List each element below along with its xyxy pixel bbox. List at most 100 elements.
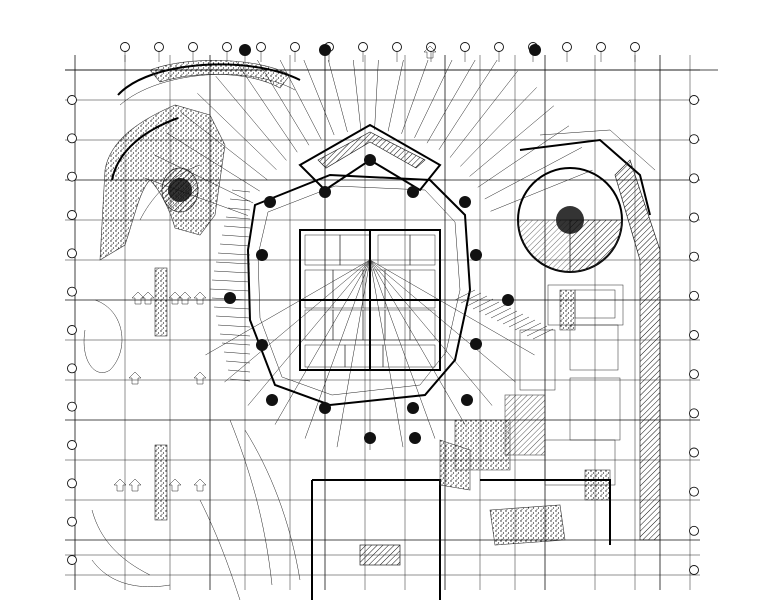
core-room [382, 344, 436, 368]
radial-line [303, 59, 335, 136]
axis-bubble-left [67, 171, 77, 182]
axis-bubble-right [689, 251, 699, 262]
stair-tread-right [502, 313, 524, 325]
direction-arrow [168, 478, 182, 492]
core-room [409, 309, 436, 341]
left-planter-walkway [83, 60, 301, 587]
stair-tread-right [484, 304, 506, 316]
stair-tread-left [219, 243, 251, 247]
direction-arrow [178, 291, 192, 305]
column [407, 402, 419, 414]
column [256, 339, 268, 351]
core-room [409, 234, 436, 266]
column [470, 249, 482, 261]
column [319, 186, 331, 198]
column [409, 432, 421, 444]
stair-tread-left [229, 198, 251, 202]
radial-line [449, 70, 518, 158]
stair-tread-left [223, 351, 251, 355]
axis-bubble-left [67, 555, 77, 565]
axis-bubble-top [290, 42, 300, 52]
axis-bubble-top [154, 42, 164, 52]
direction-arrow [113, 478, 127, 492]
axis-bubble-top [256, 42, 266, 52]
axis-bubble-top [596, 42, 606, 52]
axis-bubble-left [67, 440, 77, 450]
direction-arrow [128, 371, 142, 385]
axis-bubble-top [358, 42, 368, 52]
stair-tread-left [211, 279, 251, 283]
radial-line [205, 259, 371, 356]
axis-bubble-left [67, 95, 77, 105]
axis-bubble-top [562, 42, 572, 52]
entrance-stair-fans [209, 189, 554, 382]
right-circular-feature [517, 129, 661, 541]
radial-line [369, 259, 516, 383]
stair-tread-right [508, 316, 530, 328]
column [364, 154, 376, 166]
stair-tread-left [231, 189, 251, 193]
radial-line [438, 59, 498, 150]
core-rooms [299, 229, 441, 371]
stair-tread-left [229, 378, 251, 382]
central-tower [246, 123, 472, 407]
axis-bubble-left [67, 286, 77, 297]
axis-bubble-right [689, 447, 699, 458]
axis-bubble-right [689, 408, 699, 419]
column [364, 432, 376, 444]
stair-tread-right [466, 295, 488, 307]
radial-line [477, 125, 570, 188]
stair-tread-right [520, 322, 542, 334]
radial-line [353, 59, 362, 131]
stair-tread-left [209, 288, 251, 292]
axis-bubble-left [67, 516, 77, 527]
column [407, 186, 419, 198]
direction-arrow [168, 291, 182, 305]
structural-columns [224, 44, 541, 444]
axis-bubble-top [392, 42, 402, 52]
axis-bubble-top [222, 42, 232, 52]
axis-bubble-left [67, 133, 77, 144]
direction-arrow [141, 291, 155, 305]
radial-line [369, 259, 535, 356]
column [224, 292, 236, 304]
column [256, 249, 268, 261]
radial-line [247, 259, 371, 406]
radial-line [469, 105, 555, 177]
axis-bubble-left [67, 401, 77, 412]
stair-tread-left [225, 360, 251, 364]
stair-tread-right [532, 328, 554, 340]
radial-line [369, 259, 436, 439]
stair-tread-left [215, 261, 251, 265]
radial-line [387, 59, 404, 132]
stair-tread-left [225, 216, 251, 220]
axis-bubble-right [689, 486, 699, 497]
stair-tread-left [223, 225, 251, 229]
radial-line [369, 259, 404, 448]
stair-tread-left [215, 315, 251, 319]
radial-line [304, 259, 371, 439]
stair-tread-right [460, 292, 482, 304]
direction-arrow [131, 291, 145, 305]
direction-arrow [193, 371, 207, 385]
axis-bubble-top [630, 42, 640, 52]
direction-arrow [423, 45, 437, 59]
radial-line [274, 259, 371, 425]
axis-bubble-right [689, 134, 699, 145]
column [319, 44, 331, 56]
radial-canopy-lines [144, 59, 593, 450]
direction-arrows [113, 45, 437, 492]
radial-line [328, 59, 348, 133]
stair-tread-right [472, 298, 494, 310]
direction-arrow [128, 478, 142, 492]
column [502, 294, 514, 306]
direction-arrow [193, 478, 207, 492]
radial-line [484, 147, 583, 200]
stair-tread-left [227, 207, 251, 211]
column [529, 44, 541, 56]
axis-bubble-right [689, 565, 699, 575]
stair-tread-right [454, 289, 476, 301]
axis-bubble-right [689, 290, 699, 301]
